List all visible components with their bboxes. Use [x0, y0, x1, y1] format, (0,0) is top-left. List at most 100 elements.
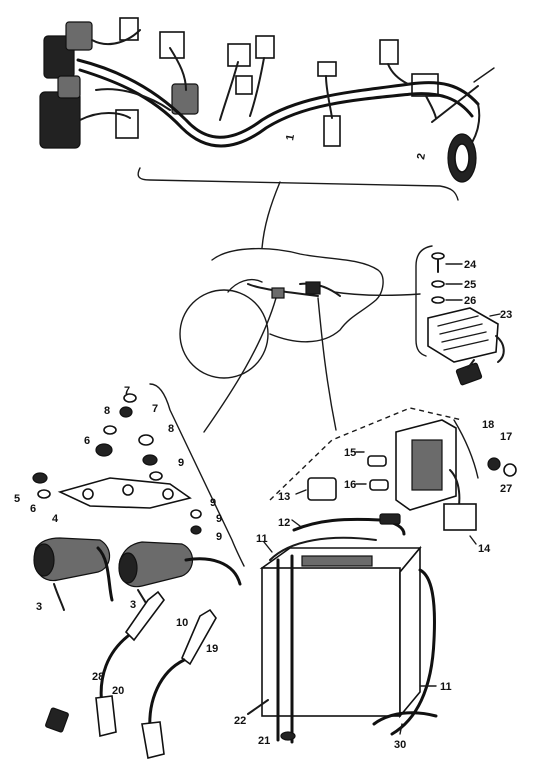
battery-strap — [276, 554, 294, 744]
callout-28: 28 — [92, 671, 104, 683]
callout-8b: 8 — [168, 423, 174, 435]
harness-branch — [387, 63, 409, 85]
washer-6b — [37, 489, 51, 499]
harness-connector-block — [39, 91, 81, 149]
callout-27: 27 — [500, 483, 512, 495]
nut-7 — [119, 406, 133, 418]
callout-15: 15 — [344, 447, 356, 459]
regulator-group — [415, 245, 505, 386]
harness-connector — [159, 31, 185, 59]
ht-lead — [184, 557, 242, 586]
harness-connector — [323, 115, 341, 147]
harness-connector — [235, 75, 253, 95]
coil-lead — [53, 583, 65, 611]
harness-branch — [325, 75, 333, 119]
battery-body-11 — [261, 567, 401, 717]
callout-7a: 7 — [152, 403, 158, 415]
harness-connector — [227, 43, 251, 67]
nut-17 — [487, 457, 501, 471]
leader-30 — [399, 723, 403, 735]
battery-strap-side — [390, 568, 436, 736]
callout-1: 1 — [284, 133, 297, 141]
callout-3a: 3 — [36, 601, 42, 613]
bolt-22 — [247, 699, 269, 715]
washer-26 — [431, 296, 445, 304]
callout-9d: 9 — [216, 531, 222, 543]
harness-plug-face — [454, 143, 470, 173]
harness-branch — [79, 112, 131, 121]
harness-branch — [249, 57, 265, 117]
harness-group-bracket — [137, 167, 459, 201]
callout-3b: 3 — [130, 599, 136, 611]
nut-21 — [280, 731, 296, 741]
harness-branch — [425, 95, 437, 119]
leader-12 — [291, 519, 301, 527]
frame-coil-mount — [271, 287, 285, 299]
callout-4: 4 — [52, 513, 59, 525]
callout-8a: 8 — [104, 405, 110, 417]
coil-end — [118, 552, 138, 584]
spark-plug-boot — [141, 721, 165, 759]
nut-8 — [142, 454, 158, 466]
callout-23: 23 — [500, 309, 512, 321]
regulator-bracket — [415, 245, 433, 357]
frame-regulator-mount — [305, 281, 321, 295]
plate-hole — [82, 488, 94, 500]
harness-pin-tip — [473, 67, 495, 83]
frame-fork — [227, 278, 263, 293]
callout-11b: 11 — [440, 681, 452, 693]
callout-17: 17 — [500, 431, 512, 443]
washer-25 — [431, 280, 445, 288]
nut-6 — [95, 443, 113, 457]
harness-leader-line — [261, 181, 281, 249]
callout-5: 5 — [14, 493, 20, 505]
harness-pin — [431, 85, 479, 123]
washer-8 — [138, 434, 154, 446]
regulator-connector — [455, 362, 483, 386]
battery-side-11 — [399, 545, 421, 719]
coil-end — [33, 543, 55, 577]
harness-connector — [317, 61, 337, 77]
ignition-group — [32, 383, 245, 759]
washer-7 — [123, 393, 137, 403]
harness-connector — [119, 17, 139, 41]
washer-6 — [103, 425, 117, 435]
regulator-23 — [427, 307, 499, 363]
plug-lead — [148, 658, 186, 732]
callout-13: 13 — [278, 491, 290, 503]
callout-19: 19 — [206, 643, 218, 655]
plate-hole — [122, 484, 134, 496]
callout-2: 2 — [415, 152, 428, 160]
callout-25: 25 — [464, 279, 476, 291]
cdi-face — [411, 439, 443, 491]
callout-26: 26 — [464, 295, 476, 307]
callout-9b: 9 — [210, 497, 216, 509]
leader-23 — [489, 313, 501, 317]
nut-5 — [32, 472, 48, 484]
callout-labels: 1 2 3 3 4 5 6 6 7 7 8 8 9 9 9 9 10 11 11… — [14, 133, 512, 751]
fuse-16 — [369, 479, 389, 491]
cdi-bracket — [453, 419, 479, 479]
regulator-fins — [437, 315, 489, 351]
leader-13 — [295, 489, 307, 495]
callout-10: 10 — [176, 617, 188, 629]
regulator-wire — [495, 335, 505, 363]
callout-18: 18 — [482, 419, 494, 431]
harness-connector — [115, 109, 139, 139]
frame-leader-ignition — [203, 297, 277, 433]
callout-20: 20 — [112, 685, 124, 697]
regulator-wire — [467, 359, 475, 369]
callout-7b: 7 — [124, 385, 130, 397]
ht-lead — [96, 546, 114, 602]
callout-12: 12 — [278, 517, 290, 529]
starter-relay-13 — [307, 477, 337, 501]
callout-9c: 9 — [216, 513, 222, 525]
battery-group-dash — [269, 407, 463, 501]
harness-connector — [379, 39, 399, 65]
bolt-24-head — [431, 252, 445, 260]
callout-22: 22 — [234, 715, 246, 727]
frame-wheel — [179, 289, 269, 379]
frame-outline — [211, 247, 384, 343]
washer-9b — [190, 509, 202, 519]
